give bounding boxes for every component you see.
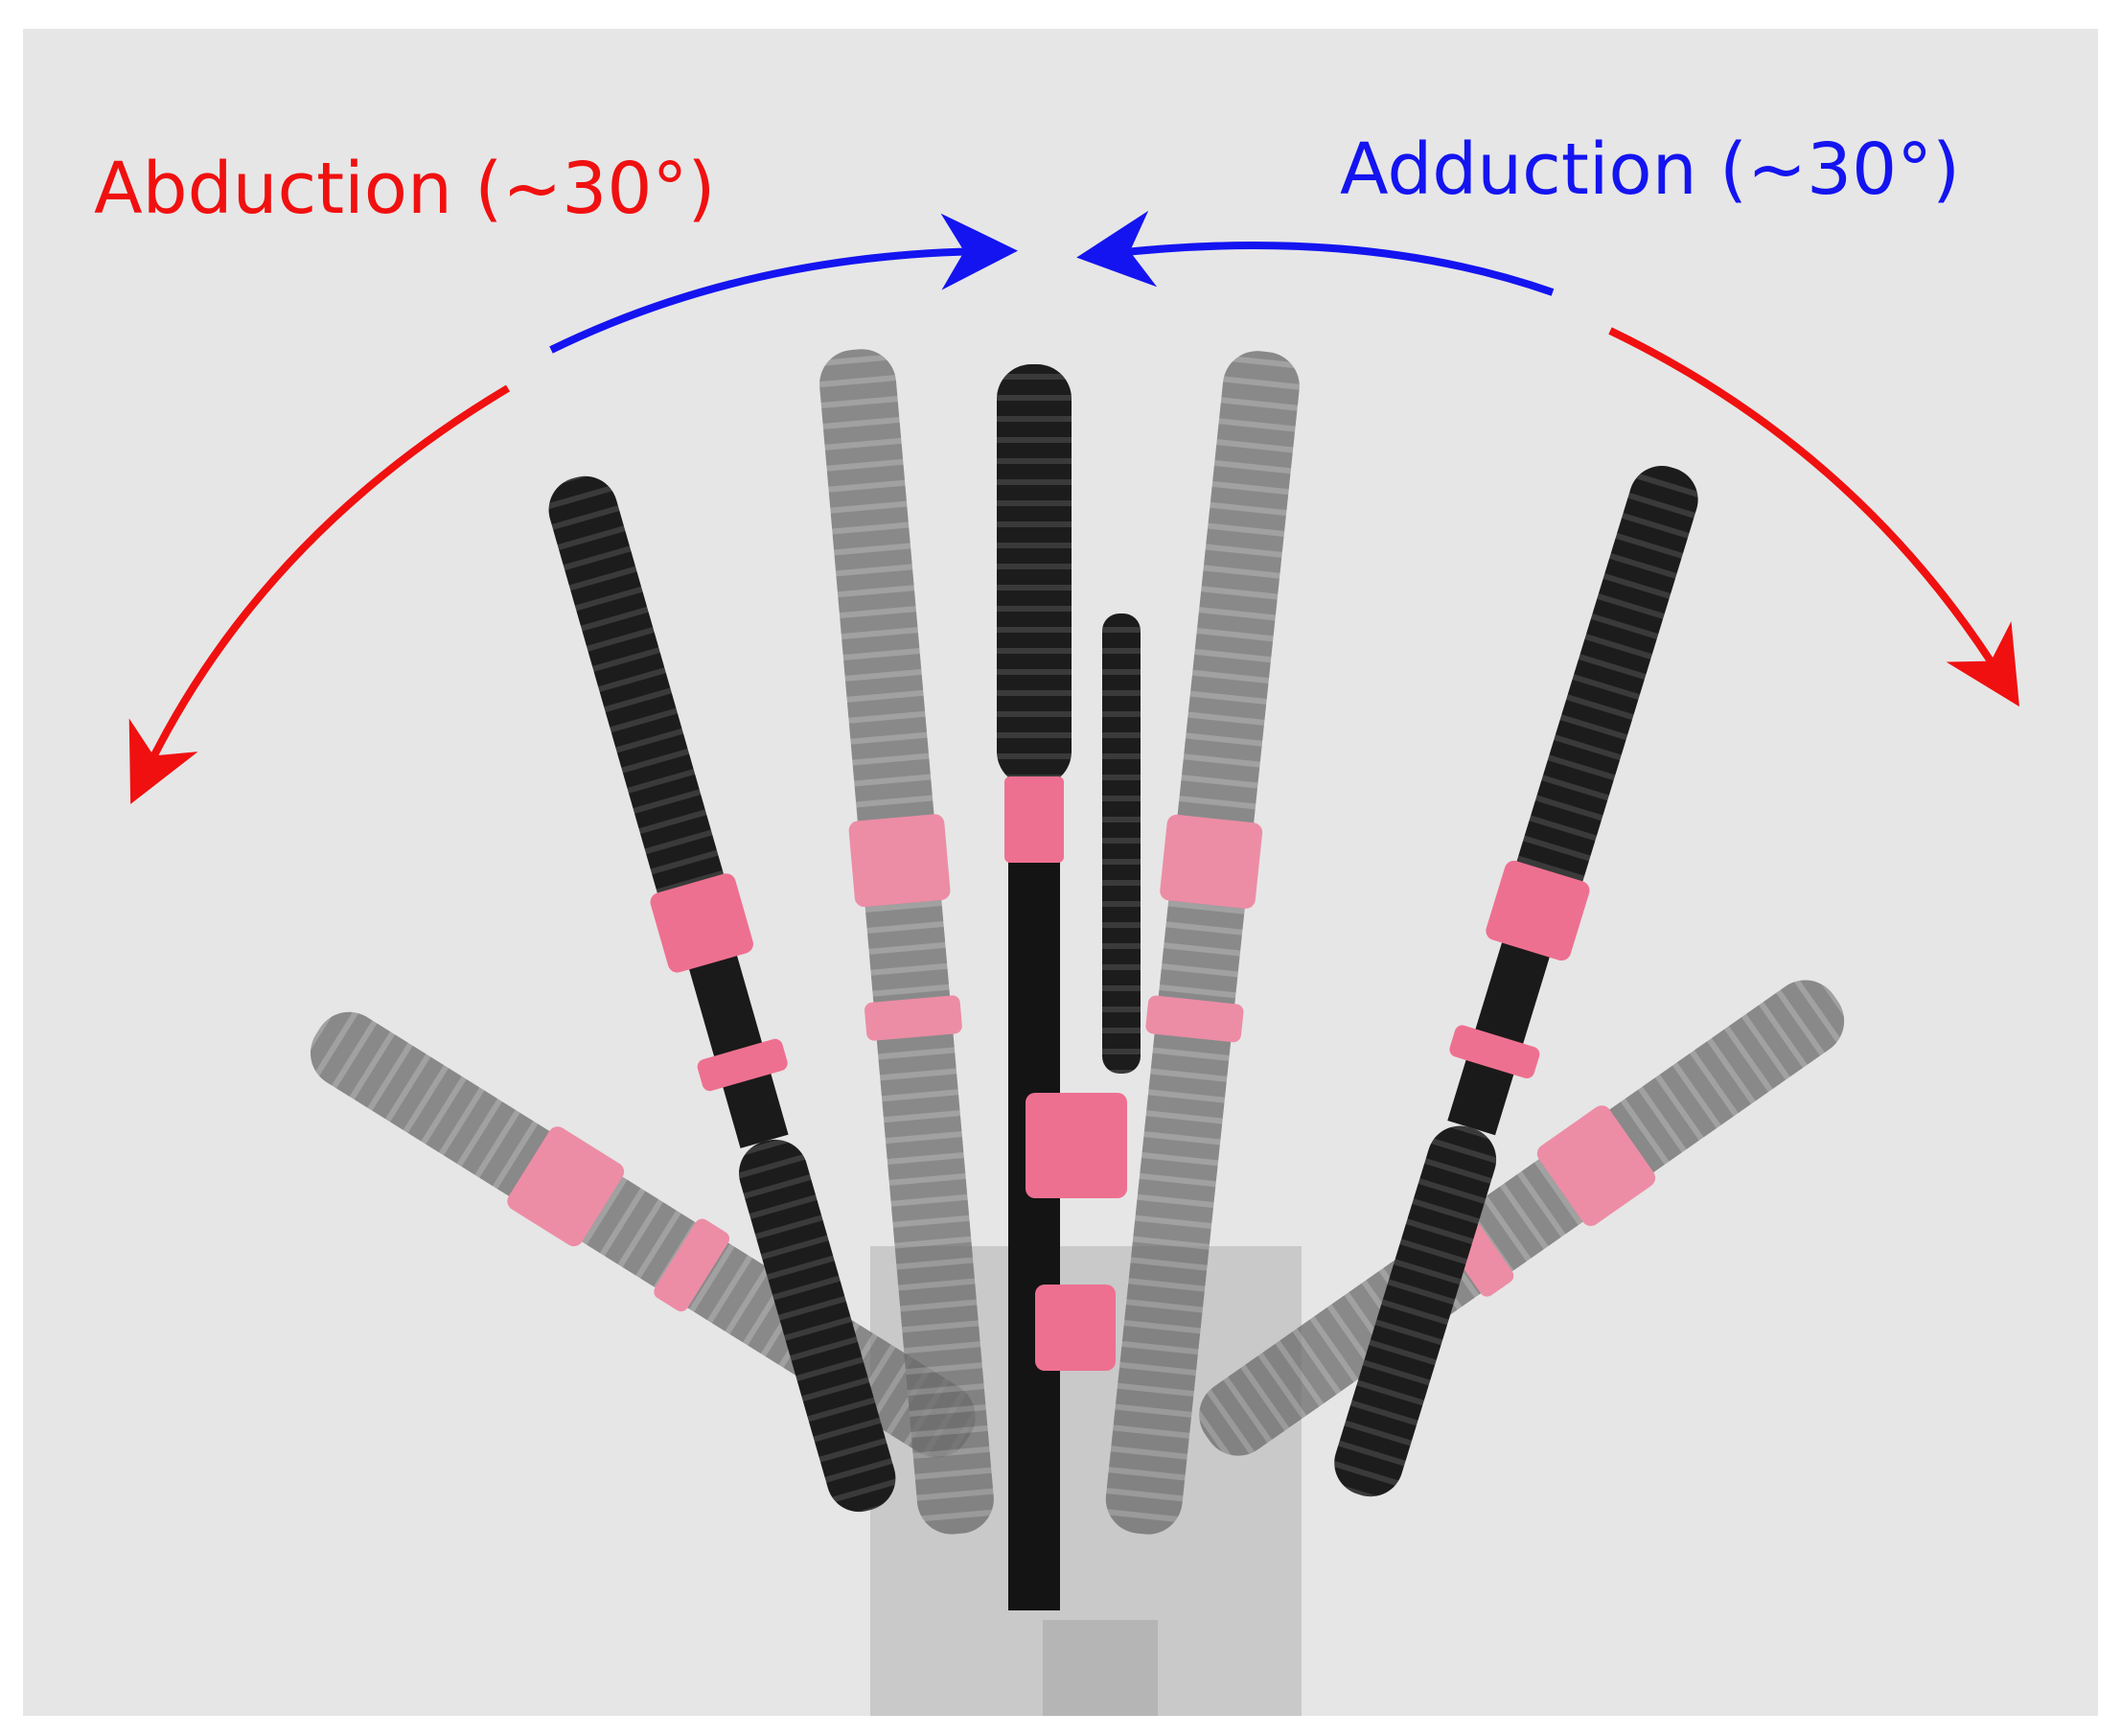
finger-middle xyxy=(997,364,1141,1610)
ghost-finger-center-left xyxy=(819,349,994,1535)
adduction-label: Adduction (~30°) xyxy=(1340,128,1961,211)
adduction-arrow-right xyxy=(1076,210,1555,296)
finger-left xyxy=(548,475,896,1513)
abduction-label: Abduction (~30°) xyxy=(94,148,716,230)
abduction-arrow-right xyxy=(1608,327,2019,707)
finger-right xyxy=(1334,466,1698,1497)
ghost-finger-center-right xyxy=(1105,351,1300,1535)
abduction-arrow-left xyxy=(128,384,511,804)
adduction-arrow-left xyxy=(549,213,1018,354)
